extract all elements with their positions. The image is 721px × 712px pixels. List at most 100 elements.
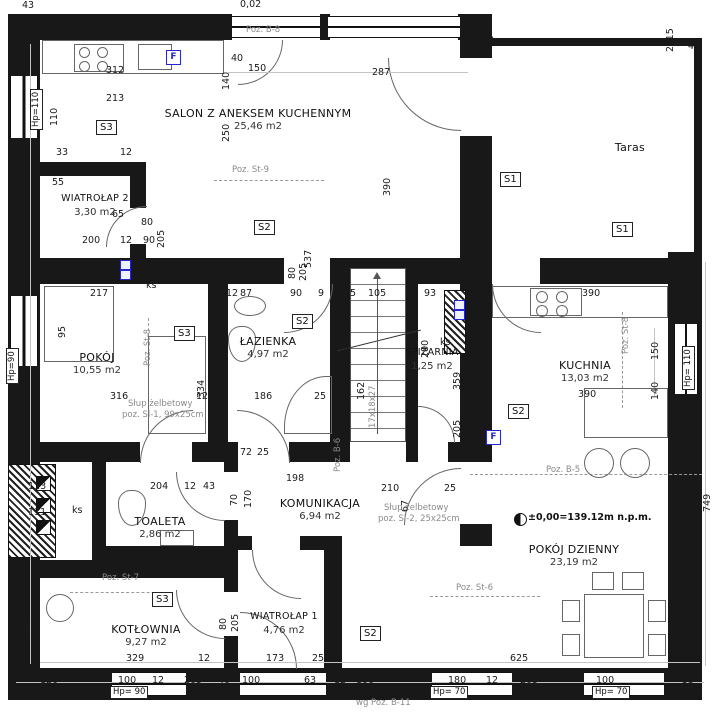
wall-segment [460,40,492,58]
dimension-label: 63 [304,675,317,686]
dimension-label: 280 [420,339,431,358]
section-marker: S2 [254,220,275,235]
fixture-circle [79,47,90,58]
dimension-label: 312 [106,65,125,76]
annotation: 17x18x27 [368,385,378,428]
room-area-salon: 25,46 m2 [234,121,282,132]
dimension-label: 55 [52,177,65,188]
dimension-label: 205 [184,675,203,686]
furniture [622,572,644,590]
dimension-line [705,262,706,666]
section-marker: S1 [612,222,633,237]
flue-symbol-icon [36,520,51,535]
dimension-label: 105 [368,288,387,299]
dimension-label: 200 [82,235,101,246]
annotation: Poz. St-8 [621,316,631,354]
room-area-wiatrolap2: 3,30 m2 [74,207,116,218]
wall-segment [224,442,238,472]
room-area-spizarnia: 1,25 m2 [411,361,453,372]
dimension-label: 334 [196,379,207,398]
dimension-label: 625 [510,653,529,664]
axis-dashed-line [214,180,324,181]
dimension-label: 12 [334,675,347,686]
room-label-spizarnia: SPIŻARNIA [405,347,459,358]
dimension-label: 359 [452,371,463,390]
dimension-label: 43 [203,481,216,492]
room-label-toaleta: TOALETA [134,515,186,528]
level-marker-icon [514,513,527,526]
dimension-label: 80 [141,217,154,228]
wall-segment [694,38,702,254]
dimension-label: 140 [650,381,661,400]
room-area-kuchnia: 13,03 m2 [561,373,609,384]
stair-direction-line [377,278,378,434]
annotation: Poz. St-7 [102,573,140,583]
door-swing-arc [176,590,225,639]
furniture [492,286,668,318]
vent-marker-icon [454,300,465,310]
furniture [562,634,580,656]
dimension-label: 87 [240,288,253,299]
wall-segment [289,442,350,462]
dimension-label: 100 [242,675,261,686]
dimension-label: 205 [156,229,167,248]
dimension-line [40,662,700,663]
flue-symbol-icon [36,476,51,491]
dimension-label: 70 [229,493,240,506]
toilet-fixture [118,490,146,526]
dimension-label: 93 [424,288,437,299]
room-area-pokoj: 10,55 m2 [73,365,121,376]
dimension-label: 100 [356,675,375,686]
dimension-label: 329 [126,653,145,664]
door-swing-arc [252,550,301,599]
dimension-label: 749 [702,493,713,512]
room-area-komunikacja: 6,94 m2 [299,511,341,522]
bathtub-fixture [284,376,332,434]
fixture-circle [620,448,650,478]
sill-height-label: Hp= 70 [592,686,631,699]
sill-height-label: Hp=110 [30,88,43,130]
room-label-kotlownia: KOTŁOWNIA [111,623,181,636]
wall-segment [540,258,702,284]
dimension-label: 12 [226,288,239,299]
dimension-label: 40 [218,675,231,686]
f-marker: F [486,430,501,445]
dimension-label: 90 [143,235,156,246]
dimension-label: 186 [254,391,273,402]
wall-segment [406,442,418,462]
section-marker: S2 [360,626,381,641]
dimension-label: 279 [22,619,33,638]
dimension-label: 140 [221,71,232,90]
furniture [648,634,666,656]
dimension-label: 12 [184,481,197,492]
wall-segment [92,462,106,562]
room-label-wiatrolap1: WIATROŁAP 1 [250,611,318,622]
dimension-label: 55 [682,675,695,686]
wall-segment [668,252,702,672]
dimension-label: 25 [312,653,325,664]
axis-dashed-line [70,592,170,593]
dimension-line [16,682,704,683]
dimension-label: 72 [240,447,253,458]
dimension-label: 25 [444,483,457,494]
wall-segment [40,442,140,462]
annotation: Poz. B-5 [546,465,581,475]
section-marker: S3 [152,592,173,607]
dimension-label: 170 [243,489,254,508]
sill-height-label: Hp= 110 [682,346,695,390]
dimension-label: 43 [482,35,495,46]
dimension-label: 43 [688,41,701,52]
room-label-kuchnia: KUCHNIA [558,359,612,372]
dimension-label: 205 [452,419,463,438]
annotation: Poz. St-8 [143,328,153,366]
annotation: Słup żelbetowy [384,503,449,513]
dimension-label: 80 [218,617,229,630]
dimension-label: 205 [230,613,241,632]
section-marker: S1 [500,172,521,187]
dimension-label: 113 [28,481,47,492]
window [328,16,460,38]
dimension-label: 25 [257,447,270,458]
wall-segment [92,546,238,562]
flue-label: ks [72,505,83,516]
furniture [584,594,644,658]
